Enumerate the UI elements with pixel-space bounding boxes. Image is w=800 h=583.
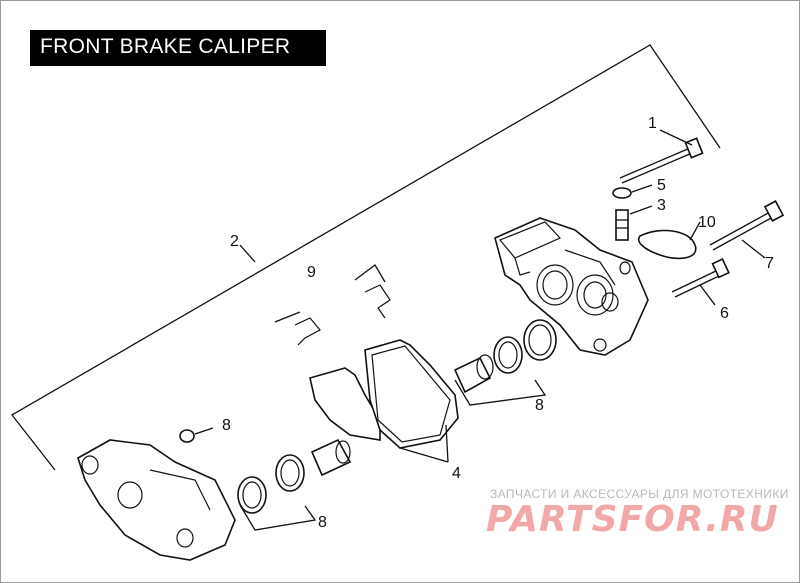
watermark-subtitle: ЗАПЧАСТИ И АКСЕССУАРЫ ДЛЯ МОТОТЕХНИКИ xyxy=(490,487,789,501)
caliper-half-left xyxy=(77,439,236,561)
callout-10: 10 xyxy=(698,214,716,231)
bushing-8 xyxy=(179,429,195,443)
piston-seal-set-left xyxy=(237,438,352,514)
callout-8-right: 8 xyxy=(535,397,544,414)
pad-clips-9 xyxy=(274,264,391,346)
callout-6: 6 xyxy=(720,305,729,322)
callout-7: 7 xyxy=(765,255,774,272)
diagram-title: FRONT BRAKE CALIPER xyxy=(40,35,291,58)
callout-4: 4 xyxy=(452,465,461,482)
callout-8-bushing: 8 xyxy=(222,417,231,434)
bolt-1 xyxy=(619,137,704,184)
caliper-half-right xyxy=(494,217,649,356)
brake-pads-4 xyxy=(309,339,459,449)
bleeder-cap-5 xyxy=(612,187,632,199)
leader-lines xyxy=(194,129,766,531)
kit-bracket-2 xyxy=(11,44,721,471)
watermark-logo: PARTSFOR.RU xyxy=(486,499,779,540)
title-banner: FRONT BRAKE CALIPER xyxy=(30,30,326,66)
bleeder-valve-3 xyxy=(615,209,629,241)
callout-3: 3 xyxy=(657,197,666,214)
bolt-6 xyxy=(671,258,730,298)
piston-seal-set-right xyxy=(453,319,557,394)
callout-9: 9 xyxy=(307,264,316,281)
pad-pin-10 xyxy=(638,229,697,260)
callout-8-left: 8 xyxy=(318,514,327,531)
callout-5: 5 xyxy=(657,177,666,194)
bolt-7 xyxy=(709,200,785,251)
callout-2: 2 xyxy=(230,233,239,250)
callout-1: 1 xyxy=(648,115,657,132)
